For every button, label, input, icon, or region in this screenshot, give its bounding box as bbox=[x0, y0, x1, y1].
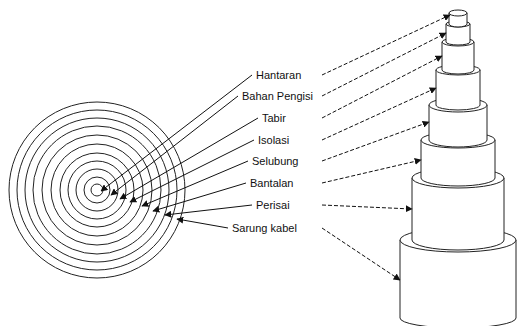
cross-section bbox=[9, 102, 185, 278]
leader-line bbox=[142, 161, 248, 206]
ring bbox=[51, 144, 143, 236]
dashed-leader bbox=[322, 228, 400, 280]
ring bbox=[60, 153, 134, 227]
ring bbox=[84, 177, 110, 203]
part-label: Bantalan bbox=[250, 176, 293, 190]
cable-tier bbox=[442, 42, 474, 74]
leader-line bbox=[130, 140, 254, 202]
part-label: Bahan Pengisi bbox=[242, 89, 313, 103]
ring bbox=[76, 169, 118, 211]
leader-line bbox=[101, 75, 252, 191]
part-label: Perisai bbox=[256, 198, 290, 212]
stepped-cable bbox=[400, 10, 516, 326]
part-label: Selubung bbox=[252, 154, 299, 168]
conductor-end bbox=[449, 10, 467, 16]
dashed-leader bbox=[322, 33, 446, 96]
dashed-leader bbox=[322, 160, 421, 183]
leader-line bbox=[165, 205, 252, 215]
ring bbox=[33, 126, 161, 254]
leader-lines-right bbox=[322, 15, 450, 280]
cable-tier bbox=[400, 240, 516, 326]
conductor-core bbox=[91, 184, 103, 196]
ring bbox=[25, 118, 169, 262]
part-label: Isolasi bbox=[258, 133, 289, 147]
leader-line bbox=[177, 219, 228, 228]
dashed-leader bbox=[322, 15, 450, 75]
cable-tier bbox=[412, 178, 504, 250]
part-label: Hantaran bbox=[256, 68, 301, 82]
part-label: Sarung kabel bbox=[232, 221, 297, 235]
dashed-leader bbox=[322, 122, 429, 161]
cable-tier bbox=[436, 70, 480, 110]
leader-lines-left bbox=[101, 75, 258, 228]
dashed-leader bbox=[322, 88, 436, 140]
ring bbox=[9, 102, 185, 278]
dashed-leader bbox=[322, 56, 442, 118]
dashed-leader bbox=[322, 205, 412, 209]
leader-line bbox=[120, 118, 258, 199]
part-label: Tabir bbox=[262, 111, 286, 125]
